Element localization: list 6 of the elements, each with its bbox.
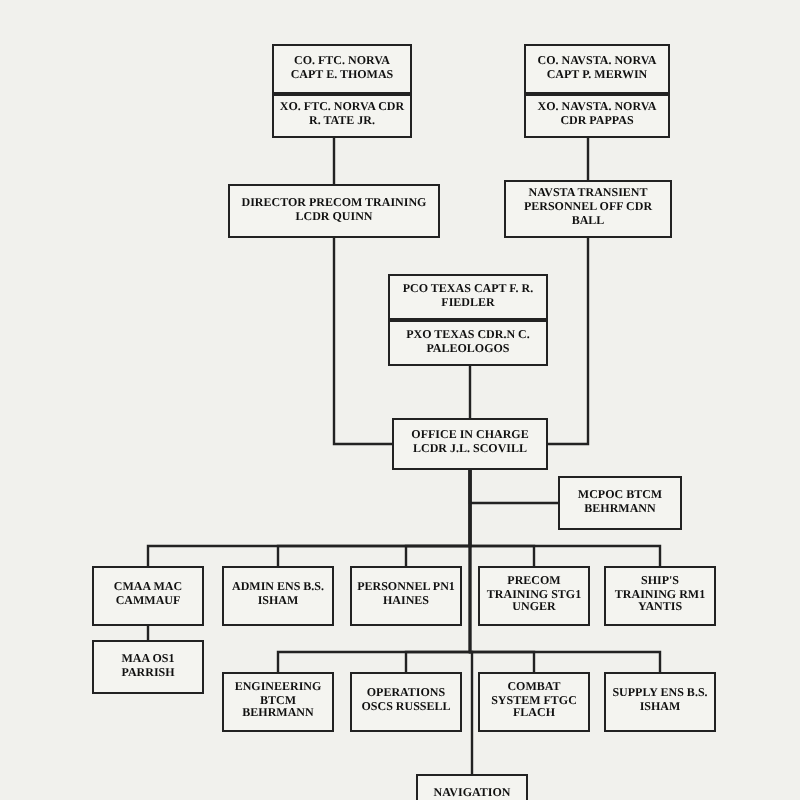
connector-line — [332, 138, 336, 184]
connector-line — [468, 470, 474, 774]
connector-line — [548, 238, 590, 446]
connector-line — [332, 238, 392, 446]
connector-line — [468, 366, 472, 418]
connector-line — [586, 138, 590, 180]
